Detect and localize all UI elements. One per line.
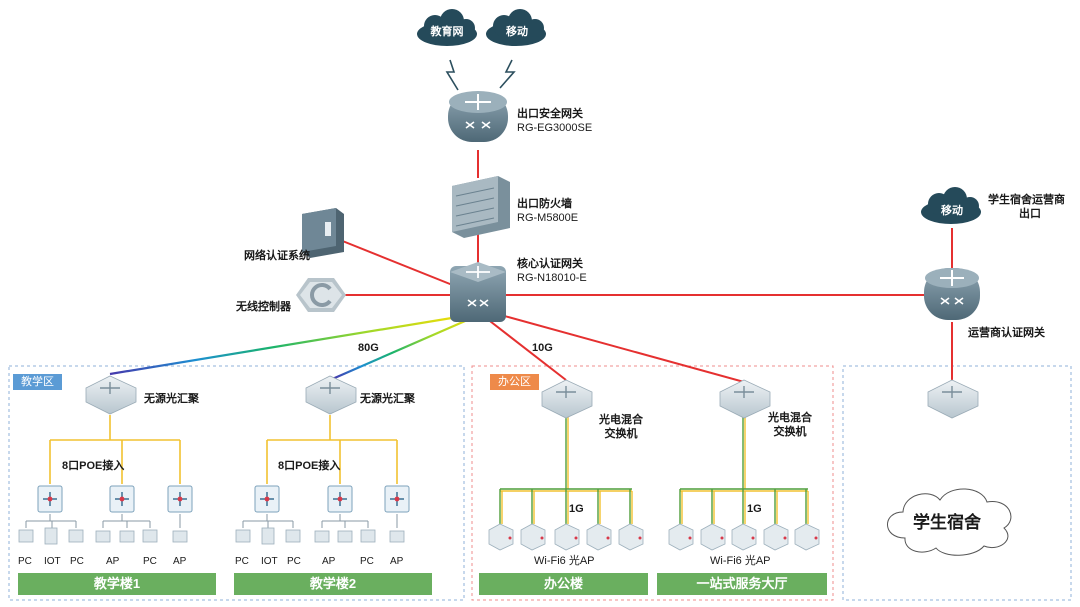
- cloud-mobile-top-label: 移动: [506, 24, 528, 38]
- link-core-office: [485, 317, 567, 381]
- endpoint-icons: [18, 527, 405, 545]
- wireless-controller-icon: [296, 278, 346, 312]
- firewall-name: 出口防火墙: [517, 198, 572, 210]
- egress-gateway-name: 出口安全网关: [517, 108, 583, 120]
- endpoint-label-b1-5: AP: [173, 556, 187, 567]
- passive-switch-b2-label: 无源光汇聚: [360, 393, 415, 405]
- carrier-gateway-name: 运营商认证网关: [968, 327, 1045, 339]
- endpoint-label-b2-4: PC: [360, 556, 374, 567]
- poe-label-b1: 8口POE接入: [62, 460, 125, 472]
- cloud-mobile-top: [486, 9, 546, 46]
- office-zone-box: [471, 365, 834, 601]
- router-icon: [448, 91, 508, 142]
- poe-tree-b2: [266, 415, 398, 484]
- dorm-exit-line2: 出口: [1019, 208, 1041, 220]
- hybrid-switch-office-label-2: 交换机: [604, 428, 638, 440]
- endpoint-label-b2-5: AP: [390, 556, 404, 567]
- core-gateway-name: 核心认证网关: [517, 258, 583, 270]
- server-icon: [302, 208, 344, 258]
- endpoint-label-b2-2: PC: [287, 556, 301, 567]
- lightning-icon: [499, 59, 516, 89]
- cloud-edu: [417, 9, 477, 46]
- uplink-1g-office: 1G: [569, 503, 584, 515]
- endpoint-label-b1-4: PC: [143, 556, 157, 567]
- cloud-mobile-right: [921, 187, 981, 224]
- cloud-dorm: [887, 488, 1012, 556]
- building-bar-b2: 教学楼2: [234, 573, 432, 595]
- endpoint-label-b1-1: IOT: [44, 556, 61, 567]
- endpoint-label-b2-1: IOT: [261, 556, 278, 567]
- building-bar-hall: 一站式服务大厅: [657, 573, 827, 595]
- fiber-link-b1: [109, 313, 471, 376]
- lightning-icon: [445, 59, 459, 91]
- hybrid-switch-hall-label-1: 光电混合: [768, 412, 812, 424]
- hybrid-switch-office-icon: [541, 379, 593, 419]
- hybrid-switch-hall-icon: [719, 379, 771, 419]
- optical-ap-icons: [488, 523, 820, 551]
- link-core-hall: [489, 311, 745, 383]
- firewall-icon: [452, 176, 510, 238]
- poe-switch-icon: [37, 485, 410, 513]
- hybrid-switch-hall-label-2: 交换机: [773, 426, 807, 438]
- hall-ap-label: Wi-Fi6 光AP: [710, 555, 771, 567]
- dorm-zone-box: [842, 365, 1072, 601]
- core-switch-icon: [450, 262, 506, 322]
- wireless-controller-name: 无线控制器: [236, 301, 291, 313]
- core-gateway-model: RG-N18010-E: [517, 272, 587, 284]
- auth-system-name: 网络认证系统: [244, 250, 310, 262]
- endpoint-label-b1-0: PC: [18, 556, 32, 567]
- teaching-zone-box: [8, 365, 465, 601]
- dorm-switch-icon: [927, 379, 979, 419]
- endpoint-label-b1-2: PC: [70, 556, 84, 567]
- poe-label-b2: 8口POE接入: [278, 460, 341, 472]
- office-ap-label: Wi-Fi6 光AP: [534, 555, 595, 567]
- dorm-exit-line1: 学生宿舍运营商: [988, 194, 1065, 206]
- hybrid-tree-hall: [679, 415, 809, 524]
- building-bar-office: 办公楼: [479, 573, 648, 595]
- hybrid-tree-office: [499, 415, 633, 524]
- endpoint-label-b1-3: AP: [106, 556, 120, 567]
- endpoint-lines: [25, 514, 398, 528]
- passive-switch-b1-icon: [85, 375, 137, 415]
- speed-80g-label: 80G: [358, 342, 379, 354]
- hybrid-switch-office-label-1: 光电混合: [599, 414, 643, 426]
- optical-ap-dots: [508, 536, 818, 540]
- cloud-dorm-label: 学生宿舍: [913, 512, 981, 532]
- zone-tag-office: 办公区: [490, 374, 539, 390]
- uplink-1g-hall: 1G: [747, 503, 762, 515]
- passive-switch-b2-icon: [305, 375, 357, 415]
- endpoint-label-b2-3: AP: [322, 556, 336, 567]
- cloud-mobile-right-label: 移动: [941, 203, 963, 217]
- poe-switch-dots: [47, 496, 400, 502]
- endpoint-label-b2-0: PC: [235, 556, 249, 567]
- speed-10g-label: 10G: [532, 342, 553, 354]
- link-auth-core: [329, 235, 471, 293]
- cloud-edu-label: 教育网: [430, 24, 464, 38]
- passive-switch-b1-label: 无源光汇聚: [144, 393, 199, 405]
- egress-gateway-model: RG-EG3000SE: [517, 122, 593, 134]
- building-bar-b1: 教学楼1: [18, 573, 216, 595]
- poe-tree-b1: [49, 415, 181, 484]
- zone-tag-teaching: 教学区: [13, 374, 62, 390]
- carrier-router-icon: [924, 268, 980, 320]
- fiber-link-b2: [329, 316, 473, 382]
- firewall-model: RG-M5800E: [517, 212, 579, 224]
